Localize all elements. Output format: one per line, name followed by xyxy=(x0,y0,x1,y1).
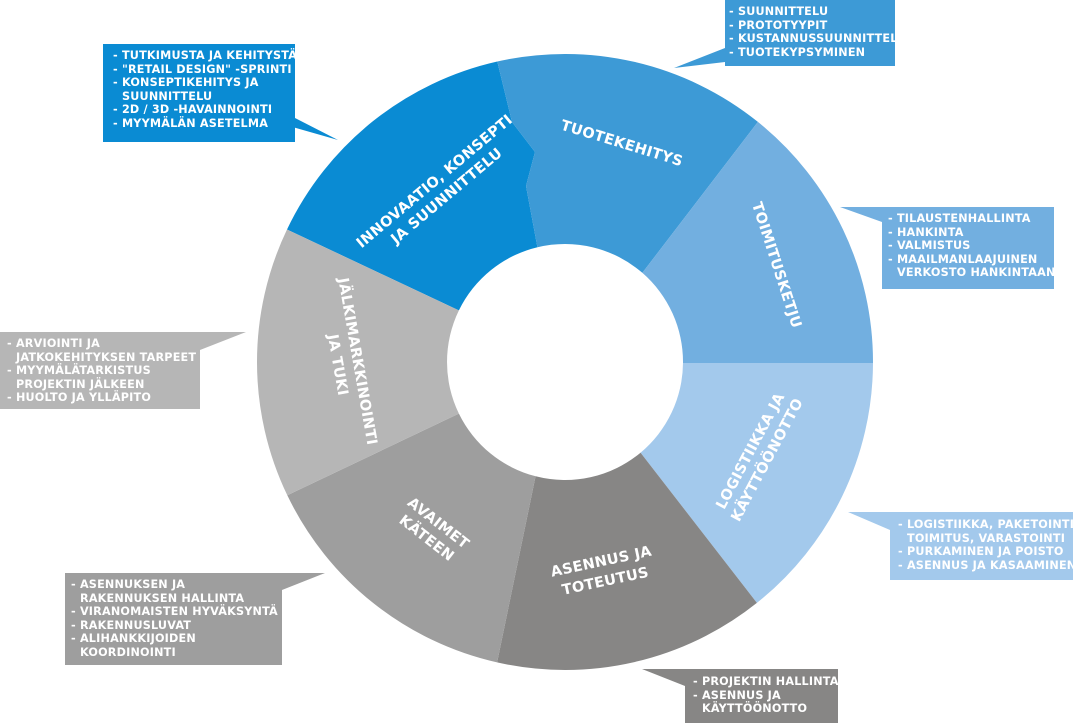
callout-item: PURKAMINEN JA POISTO xyxy=(898,545,1073,559)
segment-asennus[interactable] xyxy=(497,452,757,670)
callout-item: TUTKIMUSTA JA KEHITYSTÄ xyxy=(113,49,297,63)
segment-avaimet[interactable] xyxy=(287,413,536,663)
callout-list: TUTKIMUSTA JA KEHITYSTÄ"RETAIL DESIGN" -… xyxy=(113,49,297,131)
callout-item: MYYMÄLÄN ASETELMA xyxy=(113,117,295,131)
callout-list: LOGISTIIKKA, PAKETOINTI,TOIMITUS, VARAST… xyxy=(898,518,1073,572)
callout-item: 2D / 3D -HAVAINNOINTI xyxy=(113,103,295,117)
callout-pointer-logistiikka xyxy=(848,512,890,530)
callout-item: KUSTANNUSSUUNNITTELU xyxy=(729,32,906,46)
callout-item: LOGISTIIKKA, PAKETOINTI,TOIMITUS, VARAST… xyxy=(898,518,1073,545)
callout-tuotekehitys: SUUNNITTELUPROTOTYYPITKUSTANNUSSUUNNITTE… xyxy=(725,0,906,66)
callout-item: HANKINTA xyxy=(888,226,1054,240)
callout-item: HUOLTO JA YLLÄPITO xyxy=(7,391,200,405)
segment-tuotekehitys[interactable] xyxy=(497,53,758,273)
segment-toimitusketju[interactable] xyxy=(642,121,874,364)
callout-item: ASENNUS JA KASAAMINEN xyxy=(898,559,1073,573)
callout-item: PROTOTYYPIT xyxy=(729,19,895,33)
segment-logistiikka[interactable] xyxy=(640,363,873,603)
callout-pointer-avaimet xyxy=(282,573,325,590)
callout-logistiikka: LOGISTIIKKA, PAKETOINTI,TOIMITUS, VARAST… xyxy=(890,512,1073,580)
segment-jalki[interactable] xyxy=(257,229,459,496)
callout-item: VALMISTUS xyxy=(888,239,1054,253)
callout-item: SUUNNITTELU xyxy=(729,5,895,19)
callout-pointer-jalki xyxy=(200,332,246,350)
callout-list: SUUNNITTELUPROTOTYYPITKUSTANNUSSUUNNITTE… xyxy=(729,5,906,60)
callout-item: PROJEKTIN HALLINTA xyxy=(693,675,838,689)
callout-pointer-toimitusketju xyxy=(840,207,882,222)
segment-innovaatio[interactable] xyxy=(287,61,538,311)
callout-pointer-tuotekehitys xyxy=(674,48,725,68)
callout-item: TILAUSTENHALLINTA xyxy=(888,212,1054,226)
callout-innovaatio: TUTKIMUSTA JA KEHITYSTÄ"RETAIL DESIGN" -… xyxy=(103,44,297,142)
callout-list: TILAUSTENHALLINTAHANKINTAVALMISTUSMAAILM… xyxy=(888,212,1055,280)
callout-item: RAKENNUSLUVAT xyxy=(71,619,282,633)
callout-item: VIRANOMAISTEN HYVÄKSYNTÄ xyxy=(71,605,282,619)
callout-pointer-asennus xyxy=(642,669,685,686)
callout-item: TUOTEKYPSYMINEN xyxy=(729,46,895,60)
callout-item: "RETAIL DESIGN" -SPRINTI xyxy=(113,63,295,77)
callout-toimitusketju: TILAUSTENHALLINTAHANKINTAVALMISTUSMAAILM… xyxy=(882,207,1055,289)
